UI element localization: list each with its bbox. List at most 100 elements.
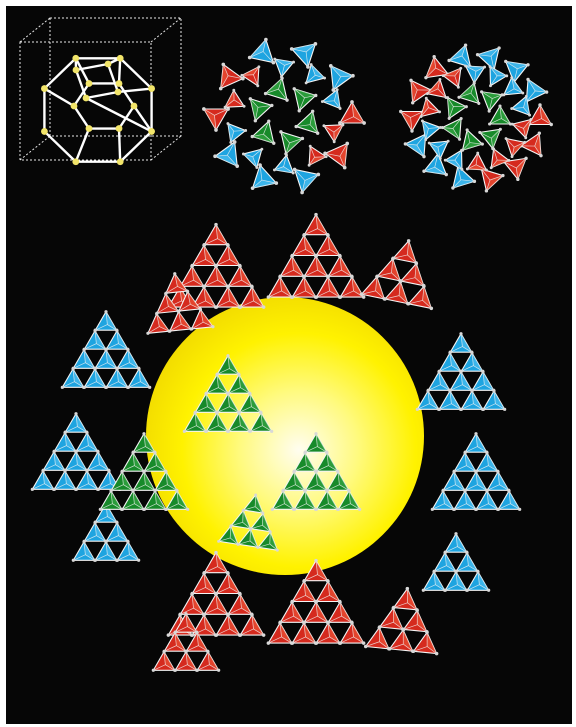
tetrahedron (392, 587, 419, 612)
tetrahedron (94, 348, 119, 370)
tetrahedron (466, 152, 488, 172)
tetrahedron (460, 351, 485, 373)
cage-polyhedron-in-unit-cell (20, 18, 181, 165)
tetrahedra-cluster (431, 432, 522, 511)
tetrahedron (315, 275, 342, 299)
tetrahedron (290, 42, 317, 69)
tetrahedron (511, 118, 532, 139)
tetrahedron (203, 264, 230, 288)
tetrahedron (480, 167, 505, 192)
tetrahedron (127, 367, 152, 389)
tetrahedron (404, 132, 428, 158)
tetrahedron (72, 348, 97, 370)
tetrahedron (239, 285, 266, 309)
tetrahedron (412, 631, 439, 656)
tetrahedron (116, 540, 141, 562)
tetrahedron (427, 370, 452, 392)
tetrahedron (466, 570, 491, 592)
tetrahedron (248, 38, 275, 65)
tetrahedron (475, 451, 500, 473)
tetrahedron (446, 96, 468, 120)
tetrahedron (453, 451, 478, 473)
tetrahedron (94, 540, 119, 562)
tetrahedron (428, 140, 450, 160)
tetrahedron (226, 122, 247, 144)
tetrahedron (444, 149, 464, 171)
tetrahedron (464, 432, 489, 454)
tetrahedron (322, 123, 344, 143)
tetrahedron (464, 65, 486, 85)
figure-art (6, 6, 572, 724)
tetrahedron (64, 450, 89, 472)
tetrahedron (453, 489, 478, 511)
tetrahedron (339, 621, 366, 645)
tetrahedron (121, 489, 146, 511)
tetrahedra-cluster (31, 412, 122, 491)
tetrahedra-ring-single-layer (202, 38, 366, 195)
tetrahedron (116, 348, 141, 370)
tetrahedron (475, 489, 500, 511)
tetrahedron (376, 257, 402, 283)
tetrahedron (315, 621, 342, 645)
tetrahedron (426, 78, 448, 99)
tetrahedron (338, 100, 366, 125)
tetrahedron (64, 412, 89, 434)
tetrahedron (267, 621, 294, 645)
tetrahedron (224, 89, 246, 109)
tetrahedron (273, 154, 295, 175)
tetrahedron (525, 78, 549, 104)
tetrahedron (327, 600, 354, 624)
tetrahedron (444, 570, 469, 592)
tetrahedron (279, 130, 304, 155)
tetrahedron (251, 163, 278, 190)
tetrahedron (442, 470, 467, 492)
tetrahedron (315, 234, 342, 258)
tetrahedron (315, 580, 342, 604)
tetrahedron (75, 469, 100, 491)
tetrahedron (191, 572, 218, 596)
tetrahedron (303, 254, 330, 278)
tetrahedron (489, 65, 509, 87)
tetrahedron (227, 264, 254, 288)
tetrahedron (378, 606, 405, 631)
tetrahedron (203, 592, 230, 616)
tetrahedron (388, 628, 415, 653)
tetrahedron (215, 244, 242, 268)
tetrahedron (105, 521, 130, 543)
tetrahedron (267, 275, 294, 299)
tetrahedron (273, 58, 295, 79)
tetrahedron (179, 592, 206, 616)
tetrahedron (505, 137, 527, 158)
tetrahedron (444, 532, 469, 554)
tetrahedra-cluster (167, 223, 266, 309)
tetrahedra-cluster (267, 213, 366, 299)
tetrahedron (279, 254, 306, 278)
tetrahedron (215, 613, 242, 637)
tetrahedron (83, 367, 108, 389)
tetrahedron (202, 107, 230, 132)
tetrahedra-cluster (416, 332, 507, 411)
tetrahedron (420, 97, 441, 118)
tetrahedron (239, 613, 266, 637)
tetrahedron (321, 88, 342, 110)
tetrahedra-cluster (72, 502, 141, 562)
tetrahedron (455, 551, 480, 573)
tetrahedron (240, 65, 260, 87)
tetrahedron (364, 626, 391, 651)
tetrahedron (215, 572, 242, 596)
tetrahedron (441, 117, 463, 141)
tetrahedron (303, 213, 330, 237)
tetrahedron (416, 389, 441, 411)
tetrahedron (327, 254, 354, 278)
tetrahedron (61, 367, 86, 389)
tetrahedron (303, 600, 330, 624)
tetrahedron (486, 470, 511, 492)
tetrahedron (251, 120, 276, 145)
tetrahedron (497, 489, 522, 511)
tetrahedron (471, 370, 496, 392)
tetrahedron (146, 312, 170, 335)
tetrahedron (83, 329, 108, 351)
tetrahedron (323, 142, 349, 170)
tetrahedron (433, 551, 458, 573)
